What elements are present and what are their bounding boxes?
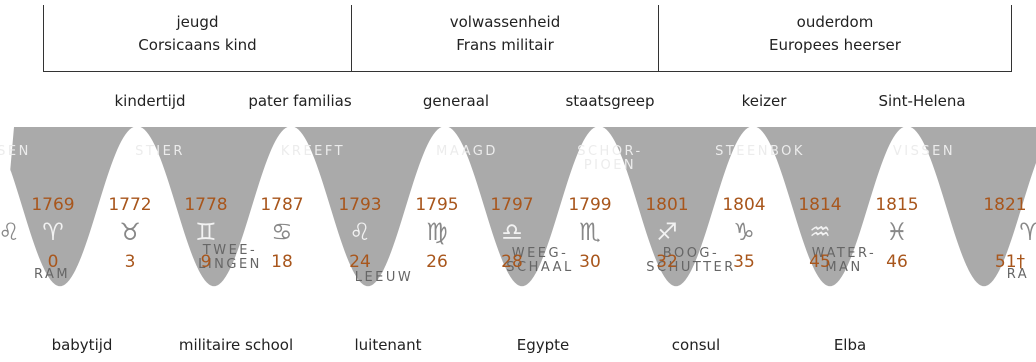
age-label: 45 — [809, 252, 831, 272]
life-stage-table: jeugd Corsicaans kind volwassenheid Fran… — [43, 5, 1012, 72]
year-label: 1793 — [338, 195, 381, 215]
year-label: 1799 — [568, 195, 611, 215]
life-stage-period: volwassenheid — [449, 13, 561, 31]
age-label: 3 — [125, 252, 136, 272]
zodiac-glyph-icon: ♋ — [271, 218, 293, 246]
band-text-layer: SEN STIER KREEFT MAAGD SCHOR-PIOEN STEENBOK VI… — [0, 144, 1029, 285]
milestone-top: pater familias — [248, 92, 352, 110]
zodiac-glyph-icon: ♑ — [733, 218, 755, 246]
sign-label-bottom: SCHAAL — [506, 260, 574, 275]
year-label: 1801 — [645, 195, 688, 215]
life-stage-adulthood: volwassenheid Frans militair — [352, 5, 658, 71]
sign-label-top: PIOEN — [584, 158, 636, 173]
sign-label-bottom: LEEUW — [355, 270, 414, 285]
life-stage-role: Corsicaans kind — [138, 36, 257, 54]
milestone-bottom: Egypte — [516, 336, 570, 354]
age-label: 30 — [579, 252, 601, 272]
sign-label-bottom: MAN — [825, 260, 862, 275]
year-label: 1815 — [875, 195, 918, 215]
age-label: 46 — [886, 252, 908, 272]
zodiac-glyph-icon: ♉ — [119, 218, 141, 246]
sign-label-bottom: WATER- — [812, 246, 876, 261]
year-label: 1797 — [490, 195, 533, 215]
sign-label-top: STIER — [135, 144, 185, 159]
sign-label-bottom: LINGEN — [198, 257, 262, 272]
zodiac-glyph-icon: ♍ — [426, 218, 448, 246]
life-stage-old-age: ouderdom Europees heerser — [659, 5, 1011, 71]
age-label: 28 — [501, 252, 523, 272]
zodiac-band: ♌ ♈ ♉ ♊ ♋ ♌ ♍ ♎ ♏ ♐ ♑ ♒ ♓ ♈ SEN STIER KREEFT MAAGD SCHOR-… — [0, 127, 1036, 287]
sign-label-top: VISSEN — [893, 144, 955, 159]
zodiac-glyph-icon: ♈ — [42, 218, 64, 246]
milestone-bottom: luitenant — [354, 336, 422, 354]
zodiac-glyph-icon: ♓ — [886, 218, 908, 246]
life-stage-role: Frans militair — [456, 36, 554, 54]
milestone-bottom: babytijd — [51, 336, 113, 354]
year-label: 1804 — [722, 195, 765, 215]
milestone-bottom: Elba — [833, 336, 867, 354]
age-label: 0 — [48, 252, 59, 272]
life-stage-period: ouderdom — [796, 13, 874, 31]
age-label: 51† — [995, 252, 1026, 272]
sign-label-bottom: RA — [1007, 267, 1029, 282]
zodiac-glyph-icon: ♐ — [656, 218, 678, 246]
age-label: 32 — [656, 252, 678, 272]
life-stage-role: Europees heerser — [769, 36, 901, 54]
band-sine-line — [0, 127, 1036, 287]
milestone-top: generaal — [422, 92, 490, 110]
table-divider — [351, 5, 352, 71]
zodiac-glyph-icon: ♈ — [1019, 218, 1036, 246]
sign-label-bottom: WEEG- — [512, 246, 569, 261]
life-stage-youth: jeugd Corsicaans kind — [44, 5, 351, 71]
sign-label-top: KREEFT — [281, 144, 345, 159]
milestone-bottom: militaire school — [178, 336, 294, 354]
sign-label-top: SCHOR- — [577, 144, 643, 159]
table-divider — [658, 5, 659, 71]
zodiac-glyph-layer: ♌ ♈ ♉ ♊ ♋ ♌ ♍ ♎ ♏ ♐ ♑ ♒ ♓ ♈ — [0, 218, 1036, 246]
sign-label-bottom: SCHUTTER — [646, 260, 736, 275]
age-label: 18 — [271, 252, 293, 272]
zodiac-glyph-icon: ♒ — [809, 218, 831, 246]
age-label: 24 — [349, 252, 371, 272]
zodiac-glyph-icon: ♎ — [501, 218, 523, 246]
sign-label-bottom: TWEE- — [202, 243, 257, 258]
age-label: 9 — [201, 252, 212, 272]
sign-label-top: SEN — [0, 144, 31, 159]
zodiac-glyph-icon: ♌ — [349, 218, 371, 246]
year-label: 1787 — [260, 195, 303, 215]
zodiac-glyph-icon: ♊ — [195, 218, 217, 246]
age-label: 26 — [426, 252, 448, 272]
age-label: 35 — [733, 252, 755, 272]
life-stage-period: jeugd — [176, 13, 219, 31]
sign-label-top: STEENBOK — [715, 144, 805, 159]
zodiac-glyph-icon: ♏ — [579, 218, 601, 246]
year-label: 1795 — [415, 195, 458, 215]
milestone-bottom: consul — [671, 336, 721, 354]
year-label: 1772 — [108, 195, 151, 215]
sign-label-top: MAAGD — [436, 144, 498, 159]
zodiac-glyph-icon: ♌ — [0, 218, 20, 246]
milestone-top: keizer — [741, 92, 787, 110]
milestone-top: staatsgreep — [565, 92, 655, 110]
year-label: 1778 — [184, 195, 227, 215]
milestone-top: kindertijd — [114, 92, 186, 110]
milestone-top: Sint-Helena — [878, 92, 966, 110]
sign-label-bottom: RAM — [34, 267, 70, 282]
year-label: 1769 — [31, 195, 74, 215]
year-label: 1814 — [798, 195, 841, 215]
band-fill — [0, 127, 1036, 287]
sign-label-bottom: BOOG- — [663, 246, 719, 261]
year-label: 1821 — [983, 195, 1026, 215]
